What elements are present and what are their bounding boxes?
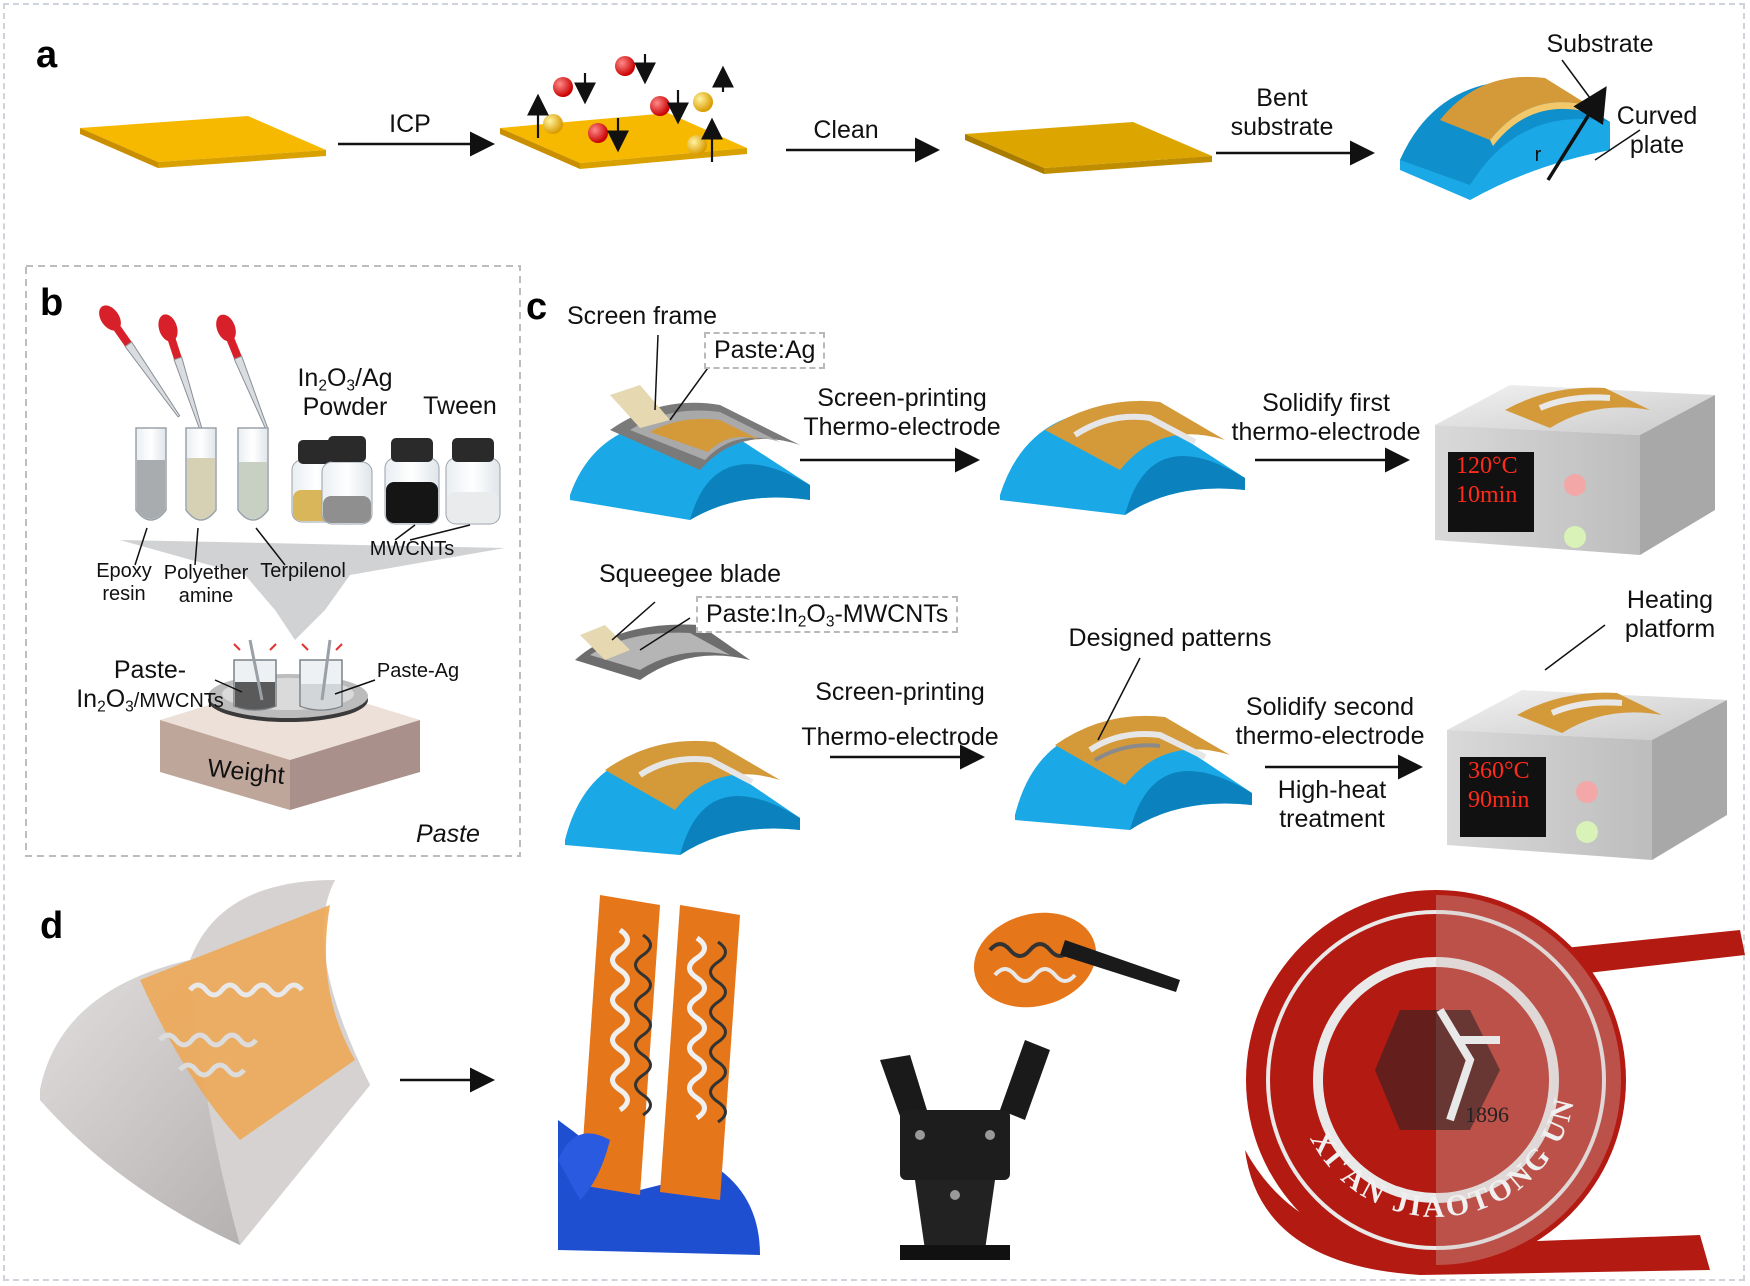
label-clean: Clean (813, 116, 879, 144)
label-terpilenol: Terpilenol (260, 560, 346, 582)
panel-a-artwork (80, 54, 1641, 200)
half-cylinder-second-print (565, 740, 800, 855)
label-paste-in2o3-mwcnts: Paste-In2O3/MWCNTs (76, 656, 224, 716)
label-tween: Tween (423, 392, 497, 420)
heating-platform-2 (1447, 624, 1727, 860)
curved-plate-with-substrate (1400, 59, 1641, 200)
powder-vials (291, 436, 501, 525)
label-screen-frame: Screen frame (566, 302, 718, 330)
mixing-funnel-arrow (120, 540, 505, 640)
weight-platform (160, 639, 420, 810)
label-substrate: Substrate (1546, 30, 1654, 58)
label-paste: Paste (416, 820, 480, 848)
gold-substrate-plate-1 (80, 116, 326, 168)
half-cylinder-designed-patterns (1015, 657, 1252, 830)
panel-label-c: c (526, 286, 548, 328)
panel-label-a: a (36, 34, 58, 76)
heating-platform-1 (1435, 385, 1715, 555)
figure-frame (3, 3, 1745, 1281)
half-cylinder-screen-frame (570, 334, 810, 520)
photo-university-seal-pattern (1245, 890, 1745, 1275)
test-tubes (135, 427, 269, 521)
photo-flexible-strips-in-hand (558, 895, 760, 1255)
panel-label-d: d (40, 905, 64, 947)
label-icp: ICP (389, 110, 431, 138)
label-paste-ag: Paste-Ag (376, 660, 460, 682)
label-paste-ag-box: Paste:Ag (704, 332, 826, 369)
photo-rolled-film-tweezers (973, 912, 1180, 1008)
gold-substrate-plate-cleaned (965, 122, 1212, 174)
panel-b-artwork (25, 265, 521, 857)
panel-d-artwork (40, 880, 1745, 1275)
pipettes (99, 305, 269, 434)
squeegee-and-screen (575, 601, 750, 680)
label-paste-in2o3-mwcnts-box: Paste:In2O3-MWCNTs (696, 596, 959, 633)
gold-substrate-plate-ion-etched (500, 54, 747, 169)
label-squeegee-blade: Squeegee blade (598, 560, 782, 588)
flexible-device-on-curve (40, 880, 370, 1245)
label-designed-patterns: Designed patterns (1068, 624, 1272, 652)
label-radius: r (1534, 144, 1542, 166)
panel-c-artwork (565, 334, 1727, 860)
photo-robotic-gripper (880, 1040, 1050, 1260)
panel-label-b: b (40, 282, 64, 324)
half-cylinder-printed-ag (1000, 400, 1245, 515)
label-mwcnts: MWCNTs (369, 538, 455, 560)
